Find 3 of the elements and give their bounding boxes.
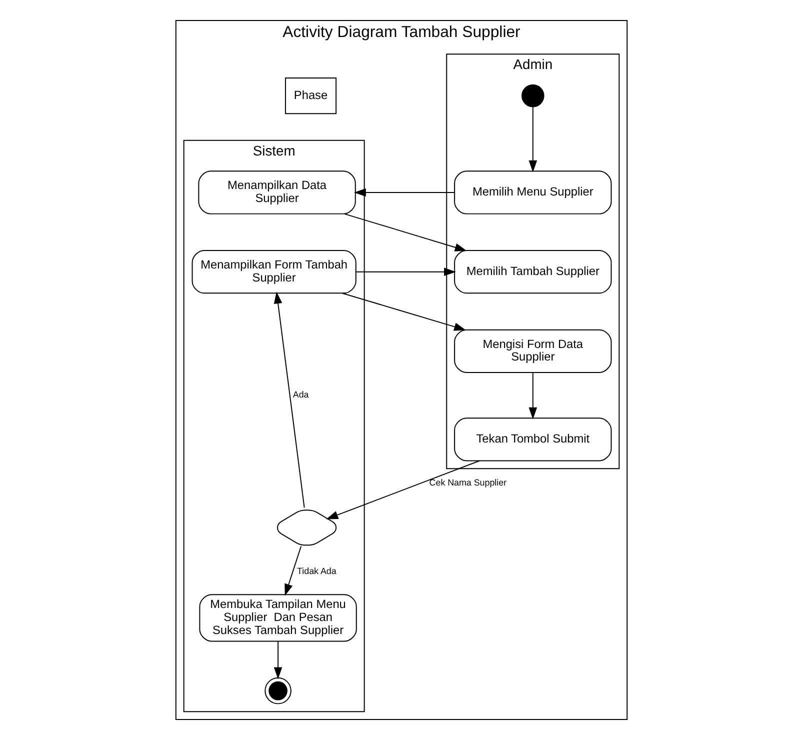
edge-label: Cek Nama Supplier — [429, 478, 507, 488]
edge-label: Ada — [292, 389, 309, 400]
edge-label: Tidak Ada — [297, 566, 336, 576]
